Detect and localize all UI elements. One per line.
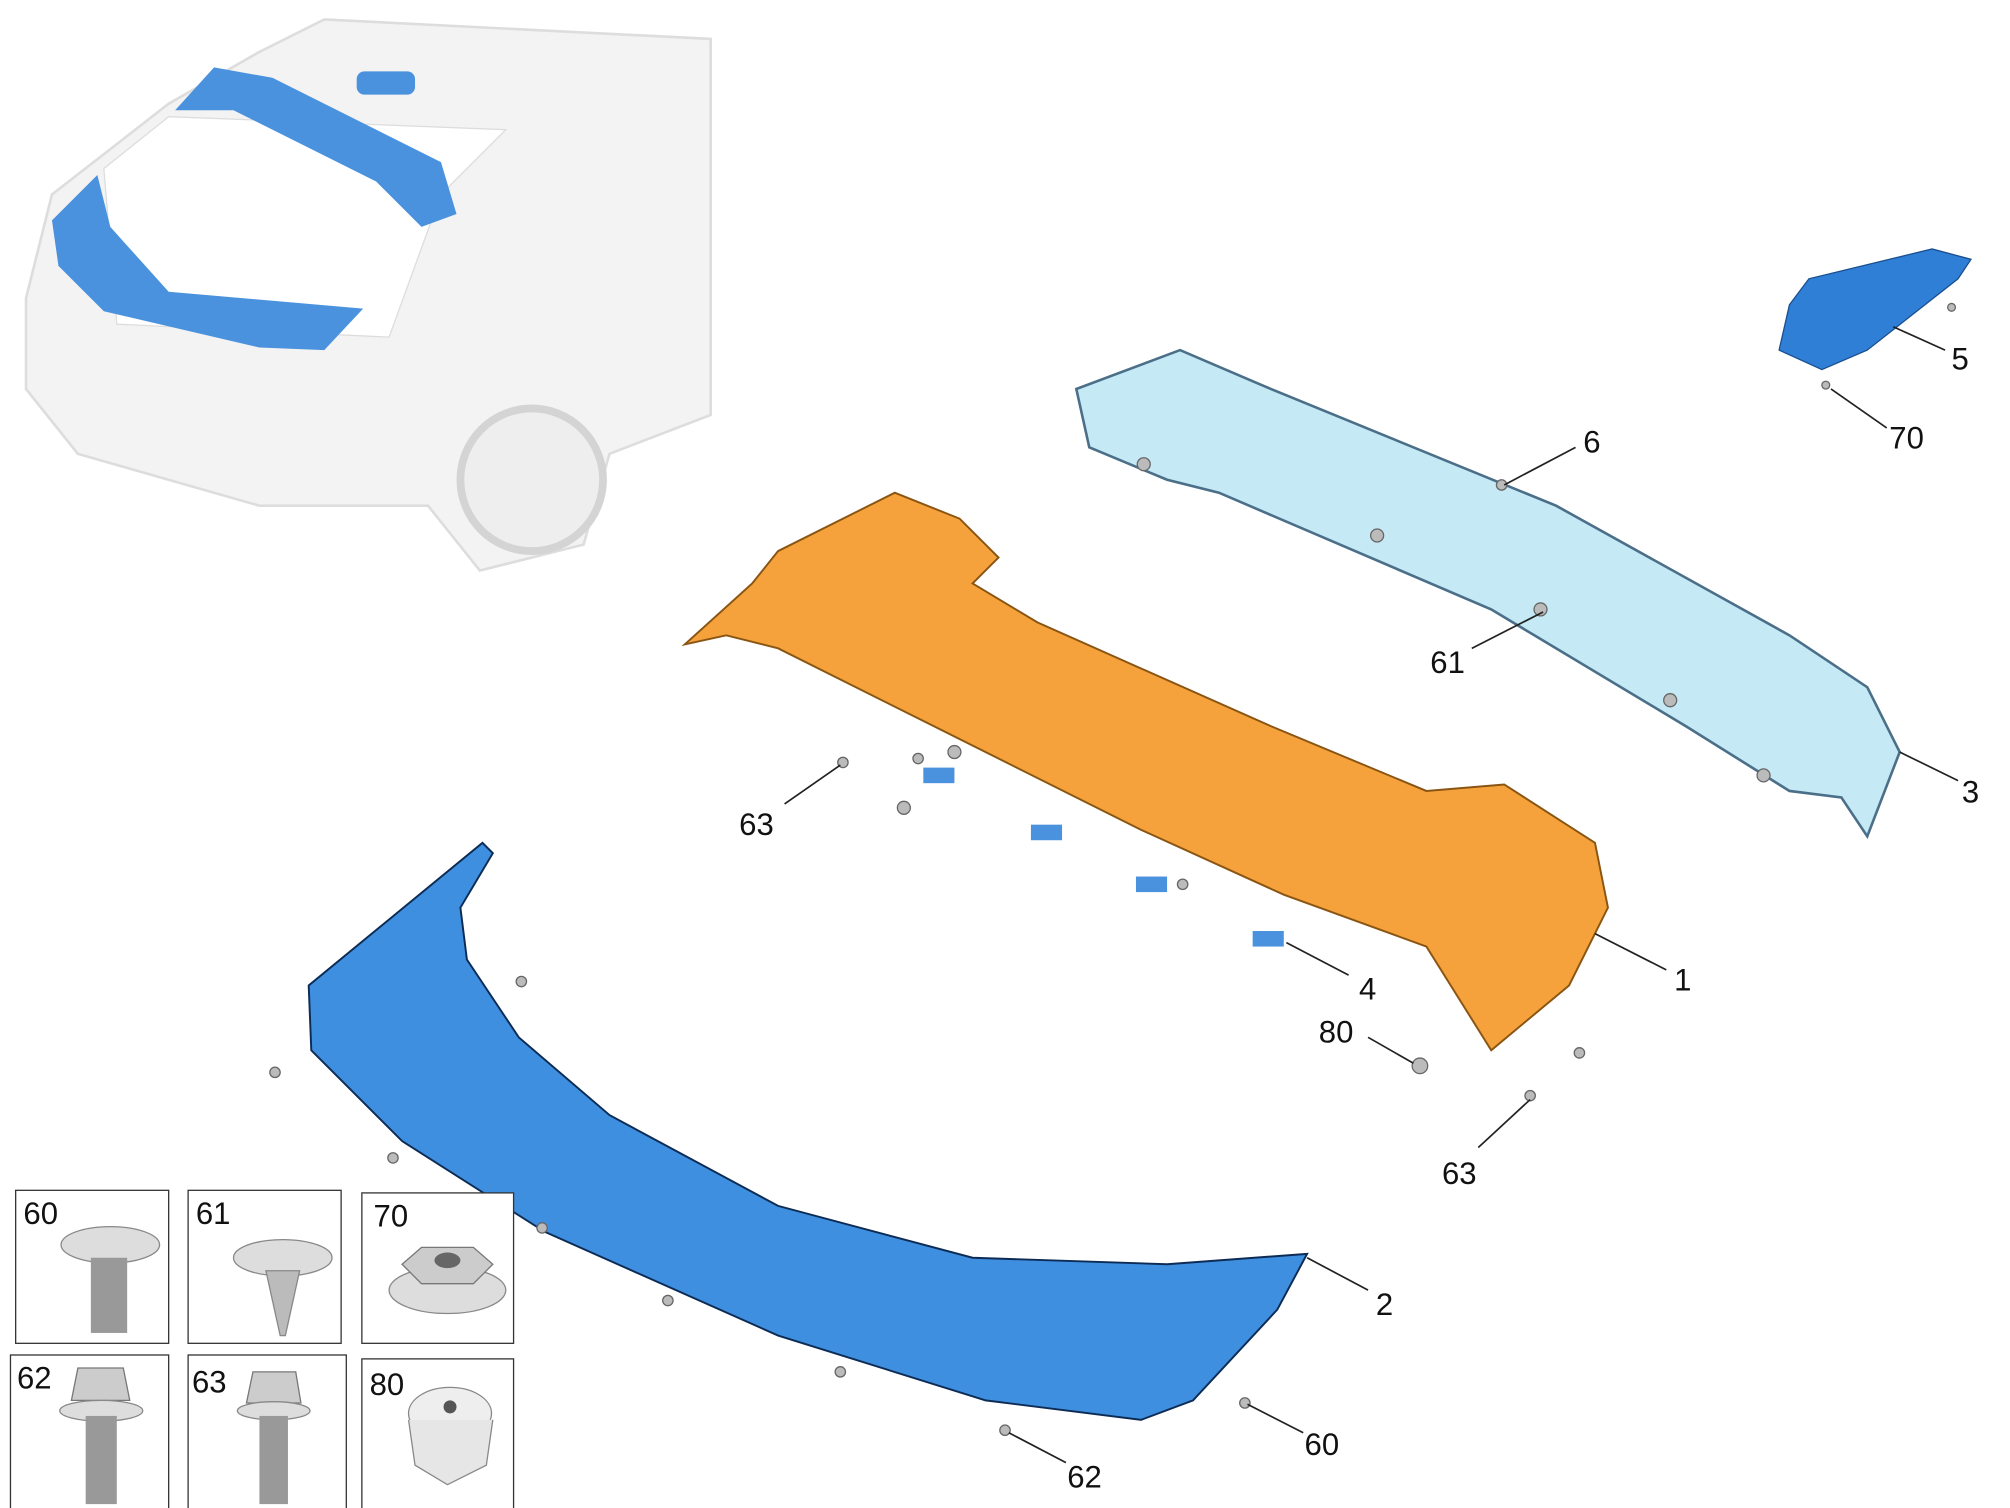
callout-63: 63 <box>1442 1156 1477 1191</box>
callout-63: 63 <box>739 807 774 842</box>
callout-2: 2 <box>1376 1287 1393 1322</box>
svg-text:62: 62 <box>17 1361 52 1396</box>
legend-fastener-62: 62 <box>9 1354 170 1508</box>
svg-text:80: 80 <box>370 1367 405 1402</box>
callout-5: 5 <box>1952 342 1969 377</box>
car-overview-thumbnail <box>24 18 712 572</box>
callout-60: 60 <box>1305 1427 1340 1462</box>
callout-61: 61 <box>1430 645 1465 680</box>
part-3-bracket <box>1074 348 1902 840</box>
svg-text:60: 60 <box>23 1196 58 1231</box>
leader-lines <box>784 325 1959 1464</box>
legend-fastener-60: 60 <box>15 1189 170 1344</box>
legend-fastener-70: 70 <box>361 1192 515 1344</box>
part-1-spoiler <box>681 491 1609 1052</box>
callout-4: 4 <box>1359 972 1376 1007</box>
svg-text:63: 63 <box>192 1365 227 1400</box>
part-5-camera-housing <box>1778 248 1973 371</box>
part-2-lower-spoiler <box>307 841 1309 1421</box>
callout-62: 62 <box>1067 1459 1102 1494</box>
callout-6: 6 <box>1583 425 1600 460</box>
svg-text:61: 61 <box>196 1196 231 1231</box>
roof-spoiler-highlight <box>175 67 457 227</box>
tail-spoiler-highlight <box>51 175 364 351</box>
callout-70: 70 <box>1889 421 1924 456</box>
svg-text:70: 70 <box>374 1199 409 1234</box>
legend-fastener-80: 80 <box>361 1358 515 1508</box>
fasteners <box>269 302 1957 1437</box>
legend-fastener-61: 61 <box>187 1189 342 1344</box>
legend-fastener-63: 63 <box>187 1354 347 1508</box>
callout-3: 3 <box>1962 775 1979 810</box>
callout-80: 80 <box>1319 1015 1354 1050</box>
callout-1: 1 <box>1674 963 1691 998</box>
